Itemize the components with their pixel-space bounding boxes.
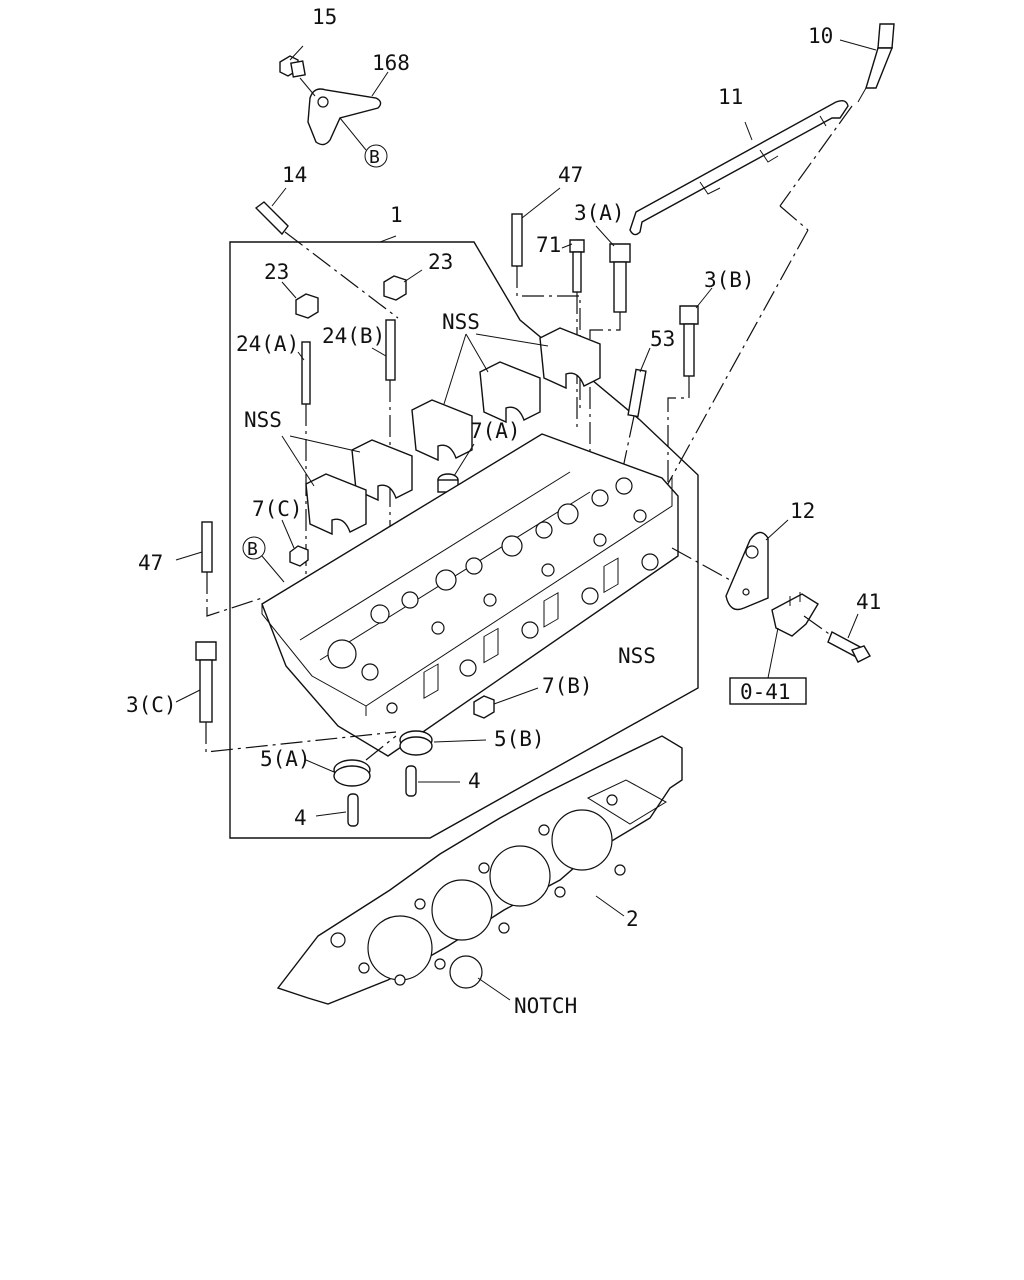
plug-7c-icon: [289, 545, 309, 567]
label-3b: 3(B): [704, 268, 755, 292]
nut-23-left-icon: [295, 293, 319, 319]
label-24b: 24(B): [322, 324, 385, 348]
circle-b-left-text: B: [247, 539, 258, 560]
label-7c: 7(C): [252, 497, 303, 521]
bolt-3c-icon: [195, 641, 217, 723]
bearing-cap-left-2-icon: [305, 473, 367, 536]
label-71: 71: [536, 233, 561, 257]
nut-23-right-icon: [383, 275, 407, 301]
stud-14-icon: [254, 201, 289, 236]
bolt-15-icon: [279, 55, 306, 78]
label-15: 15: [312, 5, 337, 29]
label-3a: 3(A): [574, 201, 625, 225]
bracket-12-icon: [725, 531, 769, 611]
label-4-right: 4: [468, 769, 481, 793]
connector-11-icon: [629, 99, 849, 236]
label-7b: 7(B): [542, 674, 593, 698]
label-7a: 7(A): [470, 419, 521, 443]
label-53: 53: [650, 327, 675, 351]
label-47-left: 47: [138, 551, 163, 575]
label-2: 2: [626, 907, 639, 931]
stud-47-top-icon: [511, 213, 523, 267]
head-gasket-2-icon: [276, 735, 683, 1005]
assembly-boundary-line: [229, 241, 699, 839]
label-14: 14: [282, 163, 307, 187]
dowel-4-left-icon: [347, 793, 359, 827]
label-168: 168: [372, 51, 410, 75]
label-12: 12: [790, 499, 815, 523]
label-41: 41: [856, 590, 881, 614]
label-4-left: 4: [294, 806, 307, 830]
label-3c: 3(C): [126, 693, 177, 717]
stud-24b-icon: [385, 319, 396, 381]
cylinder-head-body-icon: [261, 433, 679, 757]
label-11: 11: [718, 85, 743, 109]
seal-5b-icon: [399, 730, 433, 756]
label-5b: 5(B): [494, 727, 545, 751]
bolt-3a-icon: [609, 243, 631, 313]
bearing-cap-top-2-icon: [479, 361, 541, 424]
bracket-168-icon: [307, 88, 382, 146]
bolt-41-icon: [827, 631, 871, 663]
label-nss-top: NSS: [442, 310, 480, 334]
bolt-3b-icon: [679, 305, 699, 377]
circle-b-top-text: B: [369, 147, 380, 168]
circle-b-marker-top: B: [364, 144, 388, 168]
bolt-71-icon: [569, 239, 585, 293]
seal-5a-icon: [333, 759, 371, 787]
label-notch: NOTCH: [514, 994, 577, 1018]
stud-47-left-icon: [201, 521, 213, 573]
label-5a: 5(A): [260, 747, 311, 771]
sensor-bracket-icon: [771, 592, 819, 637]
label-23-right: 23: [428, 250, 453, 274]
label-1: 1: [390, 203, 403, 227]
plug-7a-icon: [437, 473, 459, 493]
reference-0-41-box[interactable]: 0-41: [729, 677, 807, 705]
bearing-cap-top-3-icon: [411, 399, 473, 462]
reference-0-41-text: 0-41: [740, 680, 791, 704]
glow-plug-10-icon: [857, 23, 895, 103]
label-47-top: 47: [558, 163, 583, 187]
label-10: 10: [808, 24, 833, 48]
stud-24a-icon: [301, 341, 311, 405]
bearing-cap-top-1-icon: [539, 327, 601, 390]
dowel-4-right-icon: [405, 765, 417, 797]
bearing-cap-left-1-icon: [351, 439, 413, 502]
label-nss-left: NSS: [244, 408, 282, 432]
label-24a: 24(A): [236, 332, 299, 356]
label-nss-right: NSS: [618, 644, 656, 668]
stud-53-icon: [627, 368, 647, 418]
circle-b-marker-left: B: [242, 536, 266, 560]
plug-7b-icon: [473, 695, 495, 719]
label-23-left: 23: [264, 260, 289, 284]
